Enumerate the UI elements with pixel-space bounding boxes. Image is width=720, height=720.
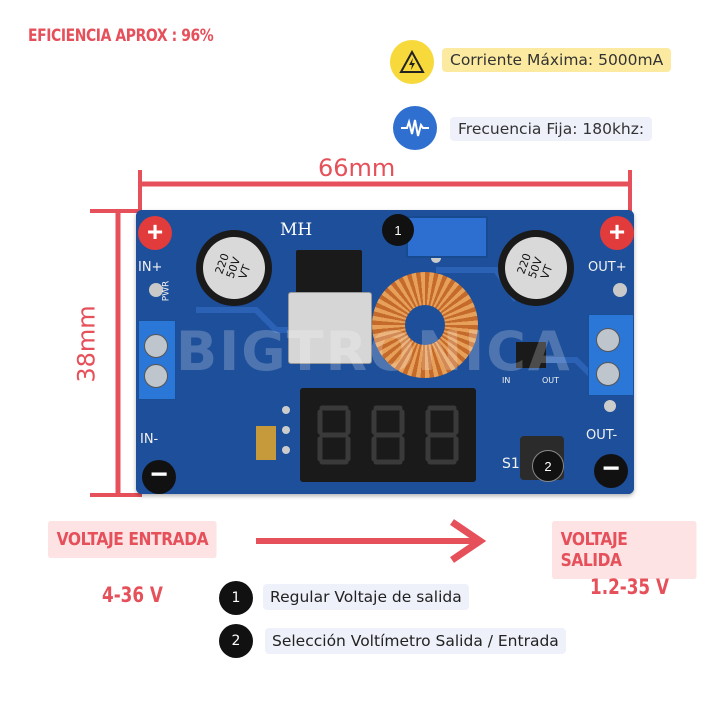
regulator-chip [296,250,362,294]
input-screw-bottom [144,364,168,388]
display-segments [317,405,459,465]
in-minus-label: IN- [140,432,159,447]
regulator-heatsink [288,292,372,364]
output-screw-bottom [596,362,620,386]
s1-label: S1 [502,456,520,472]
output-screw-top [596,328,620,352]
legend-text-2: Selección Voltímetro Salida / Entrada [265,628,566,654]
wave-icon [393,106,437,150]
max-current-label: Corriente Máxima: 5000mA [442,48,672,72]
frequency-label: Frecuencia Fija: 180khz: [450,117,653,141]
output-range: 1.2-35 V [590,575,669,599]
inductor-coil [372,272,478,378]
input-terminal-block [138,320,176,400]
width-dimension-line [138,170,632,212]
in-plus-label: IN+ [138,260,163,275]
legend-marker-2: 2 [219,624,253,658]
plus-icon-right: + [600,216,634,250]
in-small-label: IN [502,376,511,385]
pcb-board: + + − − IN+ IN- OUT+ OUT- PWR S1 IN OUT … [136,210,634,494]
input-range: 4-36 V [102,583,163,607]
output-voltage-label: VOLTAJE SALIDA [552,521,697,579]
direction-arrow [256,519,487,563]
height-dimension-line [90,209,142,497]
potentiometer [406,216,488,258]
plus-icon-left: + [138,216,172,250]
seven-segment-display [300,388,476,482]
minus-icon-right: − [594,454,628,488]
height-dimension: 38mm [72,305,101,383]
width-dimension: 66mm [318,154,396,182]
brand-label: MH [280,220,313,240]
warning-icon [390,40,434,84]
watermark: BIGTRONICA [176,320,572,383]
efficiency-label: EFICIENCIA APROX : 96% [28,26,214,46]
legend-marker-1: 1 [219,581,253,615]
out-plus-label: OUT+ [588,260,627,275]
minus-icon-left: − [142,460,176,494]
input-capacitor: 220 50V VT [194,228,274,308]
smd-tantalum [256,426,276,460]
marker-1: 1 [382,214,414,246]
cap-text-6: VT [538,263,556,281]
legend-text-1: Regular Voltaje de salida [263,584,469,610]
pwr-label: PWR [161,280,172,302]
input-voltage-label: VOLTAJE ENTRADA [48,521,217,558]
out-minus-label: OUT- [586,428,618,443]
out-small-label: OUT [542,376,560,385]
output-capacitor: 220 50V VT [496,228,576,308]
input-screw-top [144,334,168,358]
cap-text-3: VT [236,263,254,281]
smd-diode [516,342,546,368]
marker-2: 2 [532,450,564,482]
